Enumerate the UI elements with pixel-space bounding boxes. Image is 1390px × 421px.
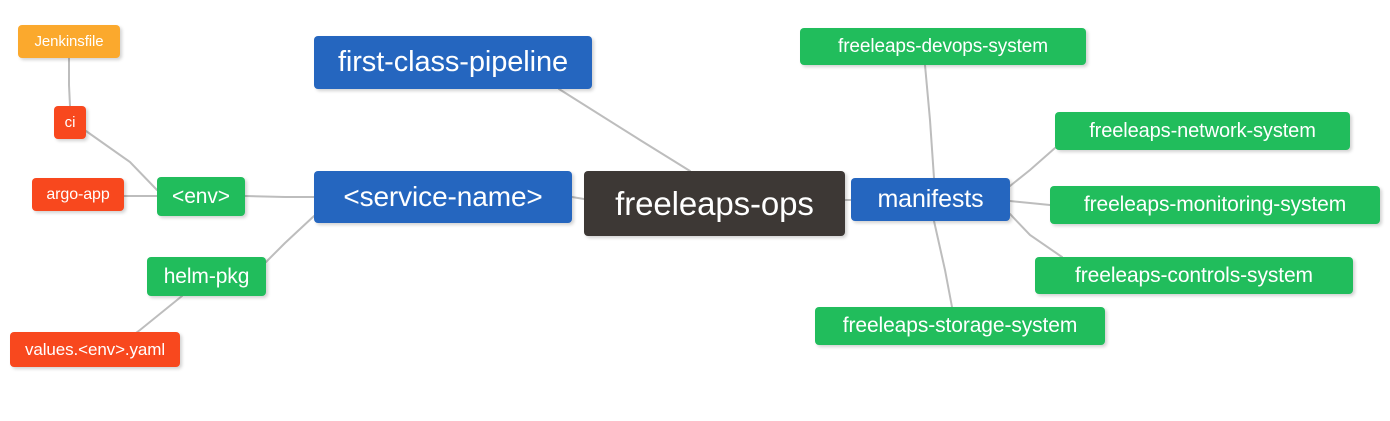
mindmap-node-helm-pkg[interactable]: helm-pkg bbox=[147, 257, 266, 296]
mindmap-node-manifests[interactable]: manifests bbox=[851, 178, 1010, 221]
mindmap-link-jenkinsfile-to-ci bbox=[68, 57, 71, 107]
mindmap-link-ci-to-env bbox=[85, 130, 158, 191]
mindmap-node-controls-system[interactable]: freeleaps-controls-system bbox=[1035, 257, 1353, 294]
mindmap-link-manifests-to-controls-system bbox=[1009, 213, 1063, 258]
mindmap-node-argo-app[interactable]: argo-app bbox=[32, 178, 124, 211]
mindmap-link-manifests-to-network-system bbox=[1009, 147, 1056, 187]
mindmap-node-ci[interactable]: ci bbox=[54, 106, 86, 139]
mindmap-node-service-name[interactable]: <service-name> bbox=[314, 171, 572, 223]
mindmap-link-manifests-to-devops-system bbox=[924, 64, 935, 179]
mindmap-node-values-yaml[interactable]: values.<env>.yaml bbox=[10, 332, 180, 367]
mindmap-link-service-name-to-helm-pkg bbox=[265, 215, 315, 263]
mindmap-node-storage-system[interactable]: freeleaps-storage-system bbox=[815, 307, 1105, 345]
mindmap-node-devops-system[interactable]: freeleaps-devops-system bbox=[800, 28, 1086, 65]
mindmap-node-freeleaps-ops[interactable]: freeleaps-ops bbox=[584, 171, 845, 236]
mindmap-link-env-to-service-name bbox=[244, 195, 315, 198]
mindmap-node-monitoring-system[interactable]: freeleaps-monitoring-system bbox=[1050, 186, 1380, 224]
mindmap-node-first-class-pipeline[interactable]: first-class-pipeline bbox=[314, 36, 592, 89]
mindmap-node-env[interactable]: <env> bbox=[157, 177, 245, 216]
mindmap-link-manifests-to-monitoring-system bbox=[1009, 200, 1051, 206]
mindmap-node-jenkinsfile[interactable]: Jenkinsfile bbox=[18, 25, 120, 58]
mindmap-node-network-system[interactable]: freeleaps-network-system bbox=[1055, 112, 1350, 150]
mindmap-link-manifests-to-storage-system bbox=[933, 220, 953, 308]
mindmap-link-service-name-to-freeleaps-ops bbox=[571, 196, 585, 200]
mindmap-link-first-class-pipeline-to-freeleaps-ops bbox=[558, 88, 691, 172]
